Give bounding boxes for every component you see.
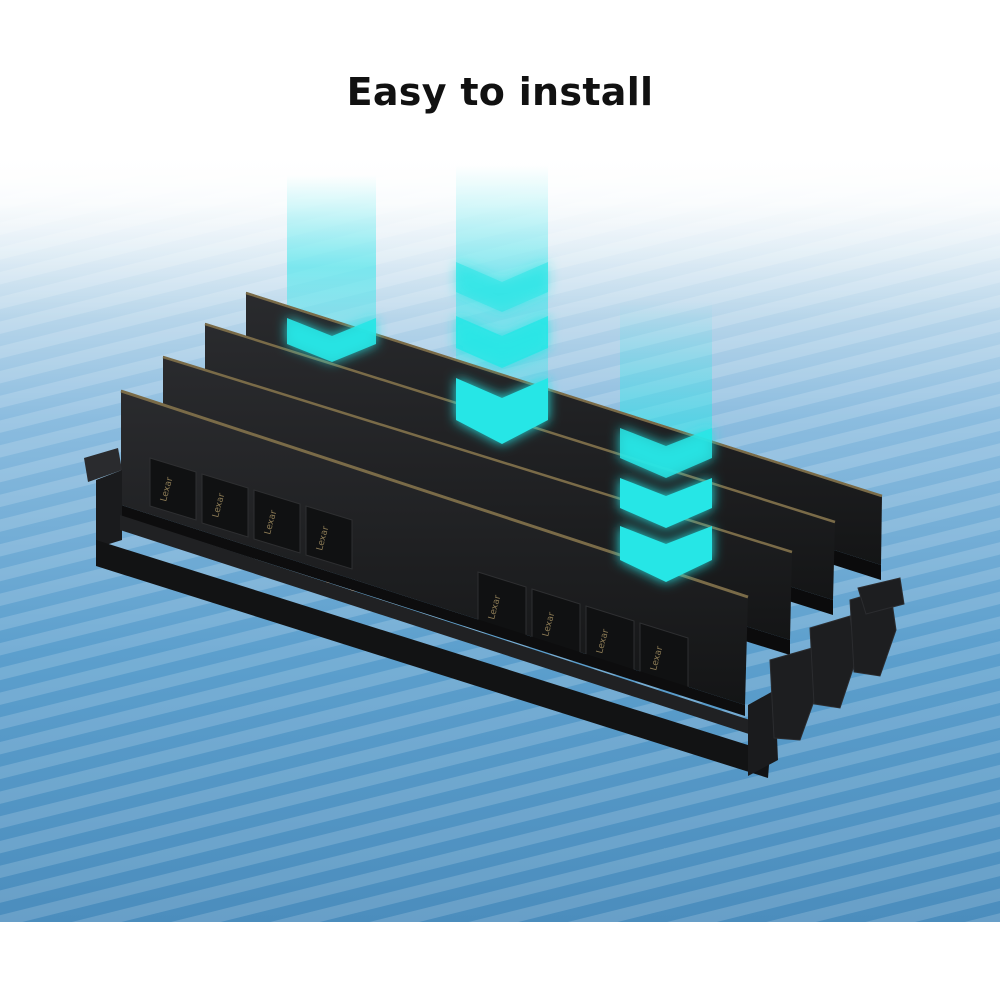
- page-title: Easy to install: [346, 70, 654, 114]
- down-chevron-arrow-icon: [287, 262, 712, 582]
- memory-module-front: Lexar Lexar Lexar Lexar Lexar Lexar Lexa…: [120, 389, 749, 716]
- dimm-slot: [84, 448, 905, 778]
- dram-chips-left: [149, 457, 353, 570]
